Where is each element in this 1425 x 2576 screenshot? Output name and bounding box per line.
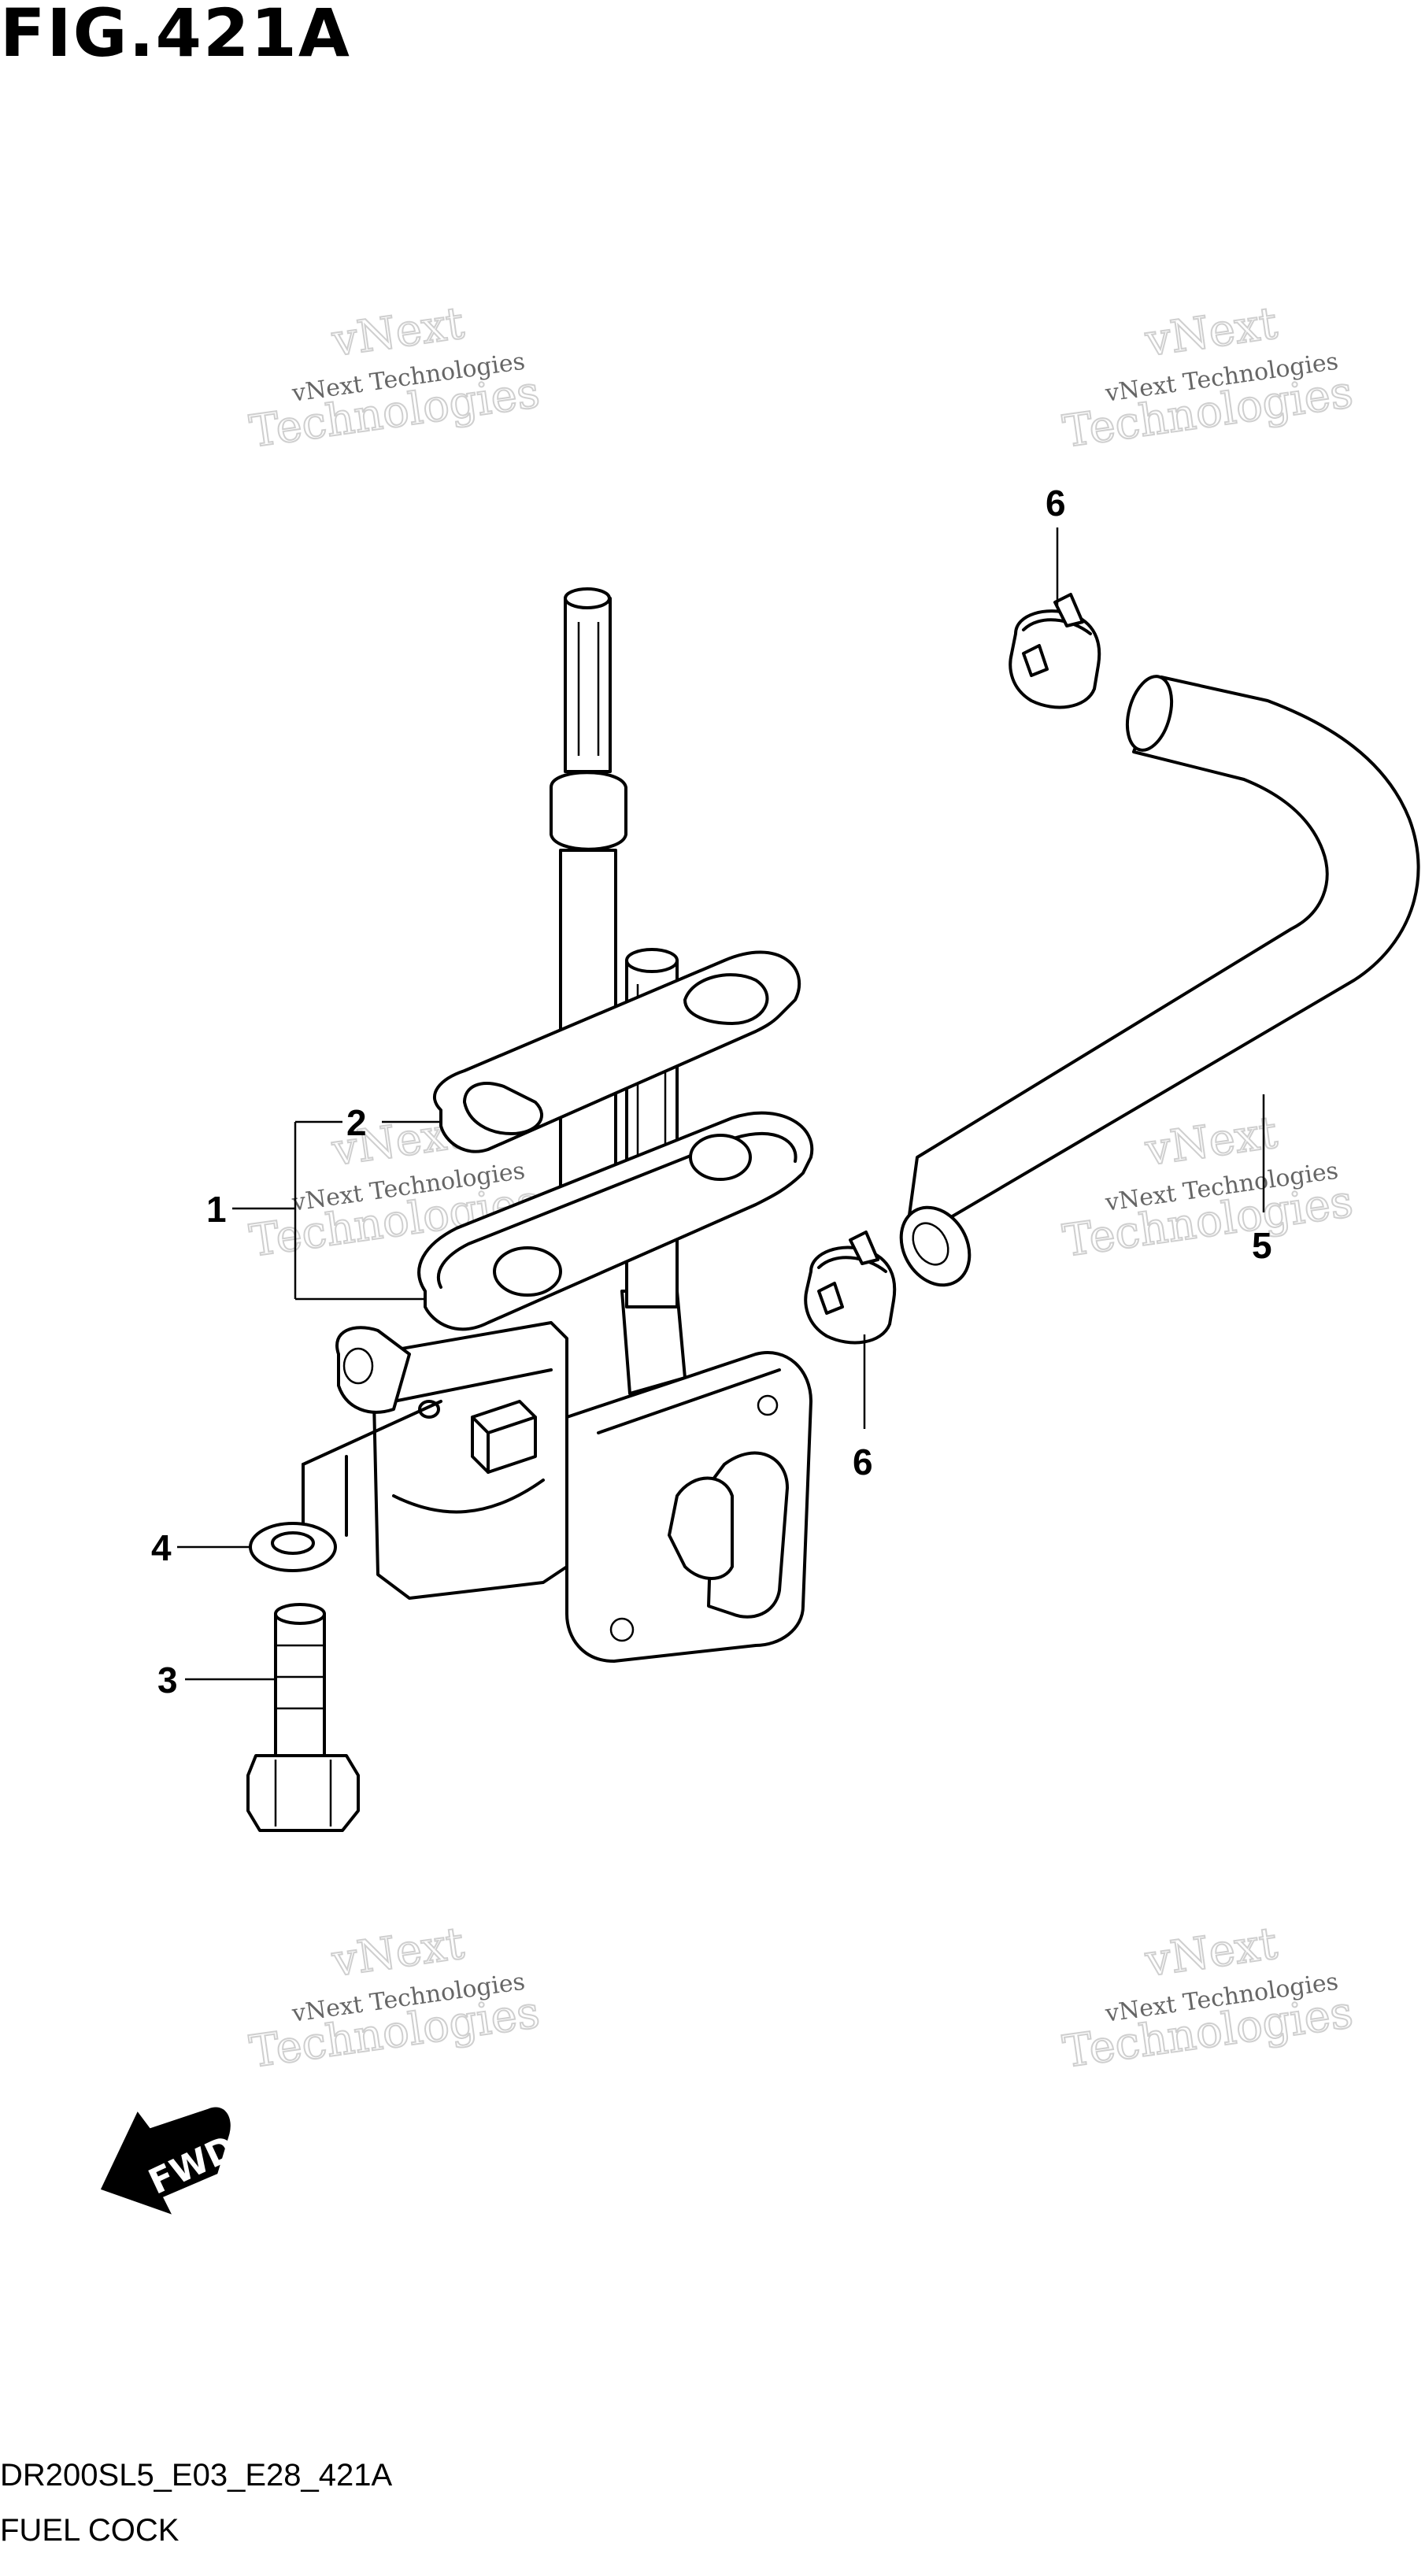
callout-6-lower: 6 bbox=[853, 1442, 873, 1482]
watermark-bottom-left: vNext Technologies vNext Technologies bbox=[246, 1917, 543, 2079]
hose-clip-lower bbox=[804, 1231, 897, 1345]
watermark-text: vNext bbox=[328, 1918, 468, 1987]
gasket bbox=[432, 950, 801, 1153]
watermark-top-right: vNext Technologies vNext Technologies bbox=[1059, 297, 1357, 459]
callout-3: 3 bbox=[157, 1660, 178, 1701]
fuel-cock-body bbox=[302, 1290, 812, 1663]
watermark-top-left: vNext Technologies vNext Technologies bbox=[246, 297, 543, 459]
callout-6-upper: 6 bbox=[1046, 483, 1066, 524]
callout-2: 2 bbox=[346, 1102, 367, 1143]
hose-clip-upper bbox=[1009, 593, 1101, 709]
watermark-bottom-right: vNext Technologies vNext Technologies bbox=[1059, 1917, 1357, 2079]
watermark-text: vNext bbox=[328, 298, 468, 367]
figure-title: FIG.421A bbox=[0, 0, 351, 72]
callout-1: 1 bbox=[206, 1189, 227, 1230]
watermark-text: vNext bbox=[1142, 1107, 1281, 1176]
watermark-text: vNext bbox=[1142, 1918, 1281, 1987]
fuel-hose bbox=[899, 675, 1420, 1287]
washer bbox=[249, 1522, 337, 1572]
fwd-arrow-icon: FWD bbox=[100, 2107, 242, 2215]
callout-5: 5 bbox=[1252, 1225, 1272, 1266]
leader-lines bbox=[177, 527, 1265, 1681]
figure-code: DR200SL5_E03_E28_421A bbox=[0, 2458, 393, 2493]
figure-name: FUEL COCK bbox=[0, 2513, 180, 2548]
bolt bbox=[246, 1603, 360, 1832]
o-ring-seal bbox=[417, 1111, 814, 1331]
callout-4: 4 bbox=[151, 1527, 172, 1568]
watermark-text: vNext bbox=[1142, 298, 1281, 367]
